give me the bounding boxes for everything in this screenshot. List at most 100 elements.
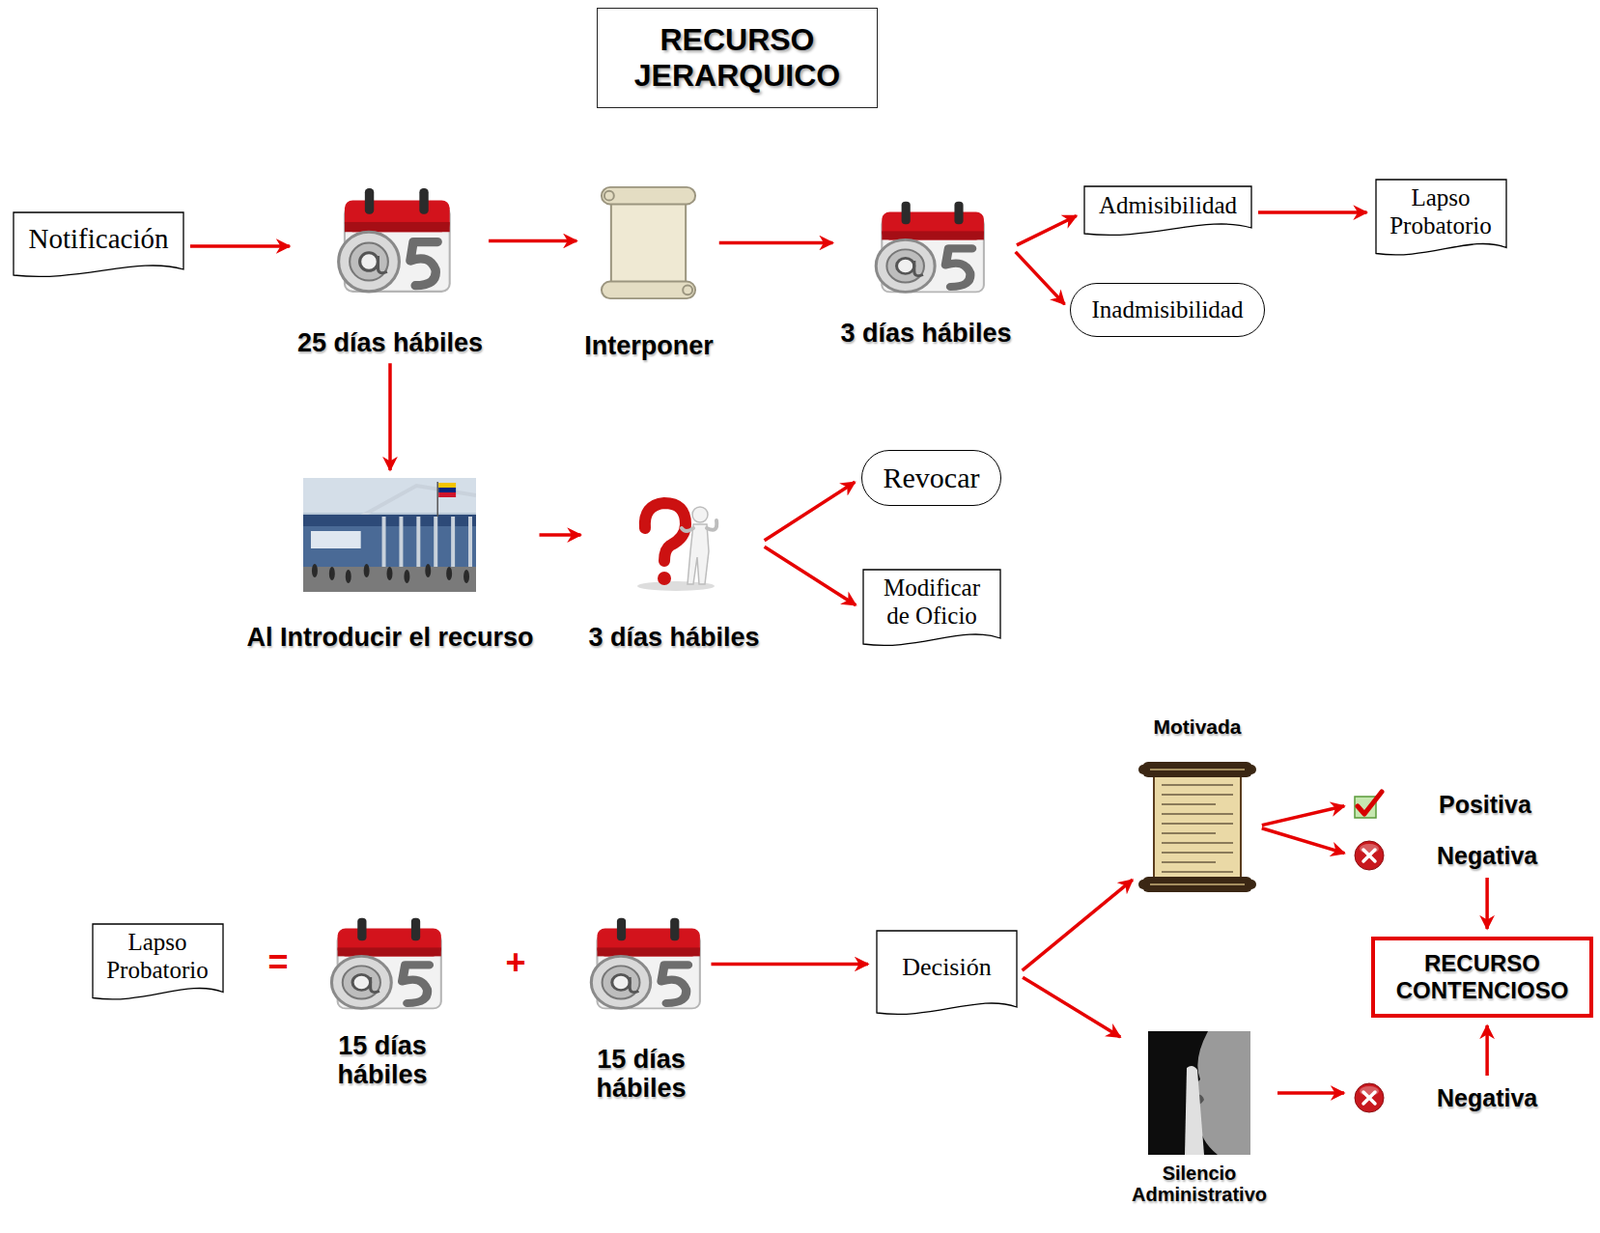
flow-arrow	[1485, 877, 1489, 929]
photo-part	[447, 566, 453, 581]
question-part	[687, 524, 709, 585]
parchment-step: Motivada	[1138, 715, 1257, 897]
outcome-item: Negativa	[1351, 839, 1538, 872]
outcome-item: Positiva	[1351, 787, 1532, 821]
parchment-part	[1150, 883, 1245, 886]
step-caption: 15 días hábiles	[587, 1044, 696, 1103]
flow-arrow	[1022, 977, 1121, 1038]
edge-group	[190, 212, 1488, 1094]
question-part	[657, 571, 672, 586]
parchment-part	[1246, 764, 1257, 775]
parchment-part	[1161, 842, 1234, 844]
box-text: Notificación	[28, 223, 169, 255]
scroll-part	[604, 191, 615, 201]
cross-icon	[1351, 1081, 1387, 1115]
flow-arrow	[1015, 252, 1066, 305]
step-caption: Silencio Administrativo	[1126, 1162, 1272, 1207]
calendar-step: 25 días hábiles	[297, 186, 483, 358]
calendar-part	[352, 974, 371, 990]
calendar-part	[331, 955, 392, 1009]
document-outline-path	[13, 212, 184, 277]
photo-part	[439, 482, 457, 488]
calendar-part	[914, 260, 924, 277]
calendar-part	[419, 188, 428, 215]
document-box: Admisibilidad	[1083, 185, 1253, 240]
calendar-part	[881, 212, 984, 241]
parchment-part	[1161, 832, 1216, 835]
calendar-part	[596, 928, 700, 957]
calendar-part	[370, 977, 380, 993]
cross-part	[1354, 841, 1384, 871]
calendar-part	[344, 222, 450, 232]
document-box: Lapso Probatorio	[91, 923, 225, 1005]
check-part	[1357, 791, 1382, 815]
parchment-part	[1142, 761, 1253, 778]
calendar-part	[411, 918, 421, 941]
calendar-part	[616, 918, 625, 941]
flow-arrow	[1262, 806, 1345, 826]
box-text: Lapso Probatorio	[103, 928, 212, 985]
terminal-box: Inadmisibilidad	[1069, 282, 1265, 337]
scroll-step: Interponer	[584, 181, 714, 361]
photo-part	[387, 566, 393, 581]
step-caption: Al Introducir el recurso	[246, 622, 534, 652]
calendar-part	[590, 955, 650, 1009]
photo-part	[439, 492, 457, 498]
calendar-part	[360, 252, 379, 271]
calendar-part	[875, 239, 935, 292]
flow-arrow	[764, 546, 857, 605]
photo-part	[437, 481, 439, 517]
silence-icon	[1148, 1031, 1251, 1155]
document-box: Decisión	[875, 929, 1018, 1019]
step-caption: Positiva	[1438, 790, 1532, 818]
photo-part	[303, 514, 477, 527]
flow-arrow	[1258, 210, 1368, 215]
box-text: Decisión	[901, 953, 991, 983]
question-part	[706, 520, 717, 531]
calendar-part	[886, 249, 925, 282]
terminal-box: Revocar	[861, 449, 1002, 506]
calendar-part	[660, 964, 688, 1004]
parchment-part	[1161, 793, 1234, 796]
calendar-step: 15 días hábiles	[577, 916, 706, 1103]
calendar-part	[629, 977, 639, 993]
title-text: RECURSO JERARQUICO	[597, 22, 877, 94]
calendar-step: 3 días hábiles	[840, 199, 1011, 348]
photo-part	[311, 563, 318, 578]
flow-arrow	[711, 962, 870, 967]
operator-sign: +	[505, 945, 526, 981]
photo-part	[303, 566, 477, 592]
scroll-part	[601, 281, 696, 300]
flow-arrow	[1022, 879, 1133, 971]
step-caption: 3 días hábiles	[840, 318, 1011, 348]
calendar-part	[670, 918, 679, 941]
flow-arrow	[719, 241, 834, 246]
calendar-part	[954, 201, 963, 225]
step-caption: 3 días hábiles	[588, 622, 759, 652]
document-outline-path	[92, 924, 224, 1000]
cross-part	[1363, 849, 1376, 862]
photo-part	[382, 516, 387, 567]
parchment-part	[1161, 803, 1216, 806]
parchment-part	[1150, 768, 1245, 771]
cross-icon	[1351, 839, 1387, 872]
calendar-part	[897, 257, 915, 274]
scroll-part	[601, 187, 696, 205]
calendar-part	[881, 230, 984, 240]
flow-arrow	[539, 533, 582, 537]
photo-part	[303, 477, 477, 513]
calendar-part	[601, 965, 640, 999]
box-text: Lapso Probatorio	[1386, 184, 1495, 241]
check-icon	[1351, 787, 1385, 821]
question-step: 3 días hábiles	[588, 495, 759, 652]
scroll-icon	[595, 181, 702, 305]
flow-arrow	[190, 244, 290, 249]
calendar-step: 15 días hábiles	[317, 916, 448, 1090]
flow-arrow	[388, 363, 393, 471]
box-text: Inadmisibilidad	[1092, 296, 1244, 325]
photo-part	[310, 531, 362, 549]
photo-part	[361, 485, 477, 517]
